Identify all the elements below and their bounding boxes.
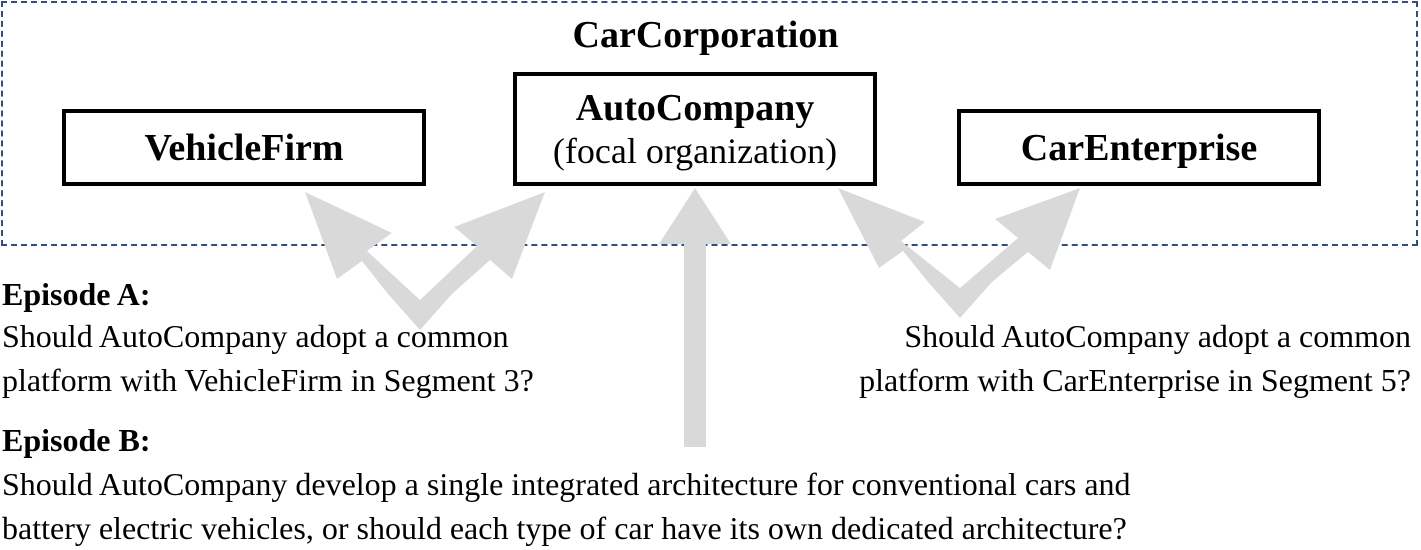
episode-a-right-line-1: Should AutoCompany adopt a common <box>904 318 1411 354</box>
episode-a-left-line-2: platform with VehicleFirm in Segment 3? <box>2 362 534 398</box>
autocompany-note: (focal organization) <box>552 131 838 171</box>
episode-a-left-question: Should AutoCompany adopt a common platfo… <box>2 314 534 402</box>
autocompany-name: AutoCompany <box>575 87 815 129</box>
episode-a-heading: Episode A: <box>2 276 151 312</box>
carenterprise-name: CarEnterprise <box>1020 126 1258 169</box>
corporation-title: CarCorporation <box>572 14 839 56</box>
episode-a-right-line-2: platform with CarEnterprise in Segment 5… <box>859 362 1411 398</box>
carenterprise-box: CarEnterprise <box>957 109 1321 186</box>
episode-b-line-1: Should AutoCompany develop a single inte… <box>2 466 1131 502</box>
episode-a-right-question: Should AutoCompany adopt a common platfo… <box>787 314 1411 402</box>
vehiclefirm-box: VehicleFirm <box>62 109 426 186</box>
episode-b-question: Should AutoCompany develop a single inte… <box>2 462 1131 550</box>
episode-a-left-line-1: Should AutoCompany adopt a common <box>2 318 509 354</box>
episode-b-line-2: battery electric vehicles, or should eac… <box>2 510 1127 546</box>
autocompany-box: AutoCompany (focal organization) <box>513 72 877 186</box>
vehiclefirm-name: VehicleFirm <box>144 126 344 169</box>
episode-b-heading: Episode B: <box>2 422 151 458</box>
